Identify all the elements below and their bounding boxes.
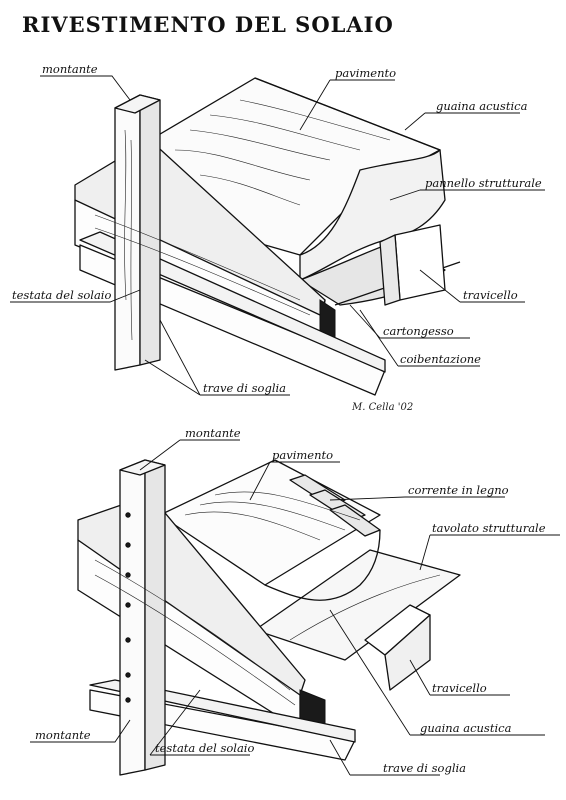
label-bottom-pavimento: pavimento: [272, 448, 334, 462]
top-montante-top: [114, 94, 161, 114]
label-bottom-montante-top: montante: [185, 426, 241, 440]
top-travicello-side: [379, 234, 401, 306]
label-bottom-montante: montante: [35, 728, 91, 742]
bottom-montante-front: [119, 459, 146, 776]
label-bottom-testata-del-solaio: testata del solaio: [155, 741, 255, 755]
label-top-montante: montante: [42, 62, 98, 76]
bottom-guaina-acustica-edge: [264, 529, 381, 601]
top-montante-front: [114, 94, 141, 371]
label-bottom-guaina-acustica: guaina acustica: [420, 721, 512, 735]
label-top-guaina-acustica: guaina acustica: [436, 99, 528, 113]
label-top-coibentazione: coibentazione: [400, 352, 481, 366]
label-bottom-corrente-in-legno: corrente in legno: [408, 483, 509, 497]
label-bottom-tavolato-strutturale: tavolato strutturale: [432, 521, 546, 535]
bottom-travicello-side: [384, 614, 431, 691]
top-leader-lines: [10, 75, 545, 396]
bottom-montante-holes: [125, 512, 131, 703]
top-floor-assembly-drawing: [10, 75, 545, 396]
bottom-leader-lines: [30, 439, 560, 776]
label-top-trave-di-soglia: trave di soglia: [203, 381, 287, 395]
label-bottom-trave-di-soglia: trave di soglia: [383, 761, 467, 775]
label-top-pavimento: pavimento: [335, 66, 397, 80]
bottom-tavolato-strutturale: [254, 549, 461, 661]
top-travicello-end: [394, 224, 446, 301]
bottom-montante-side: [144, 459, 166, 771]
label-top-testata-del-solaio: testata del solaio: [12, 288, 112, 302]
bottom-floor-assembly-drawing: [30, 439, 560, 776]
top-montante-side: [139, 94, 161, 366]
label-top-travicello: travicello: [463, 288, 518, 302]
artist-signature: M. Cella '02: [352, 402, 414, 413]
label-top-cartongesso: cartongesso: [383, 324, 454, 338]
bottom-montante-top: [119, 459, 166, 476]
label-bottom-travicello: travicello: [432, 681, 487, 695]
label-top-pannello-strutturale: pannello strutturale: [425, 176, 542, 190]
page-title: RIVESTIMENTO DEL SOLAIO: [22, 12, 394, 37]
